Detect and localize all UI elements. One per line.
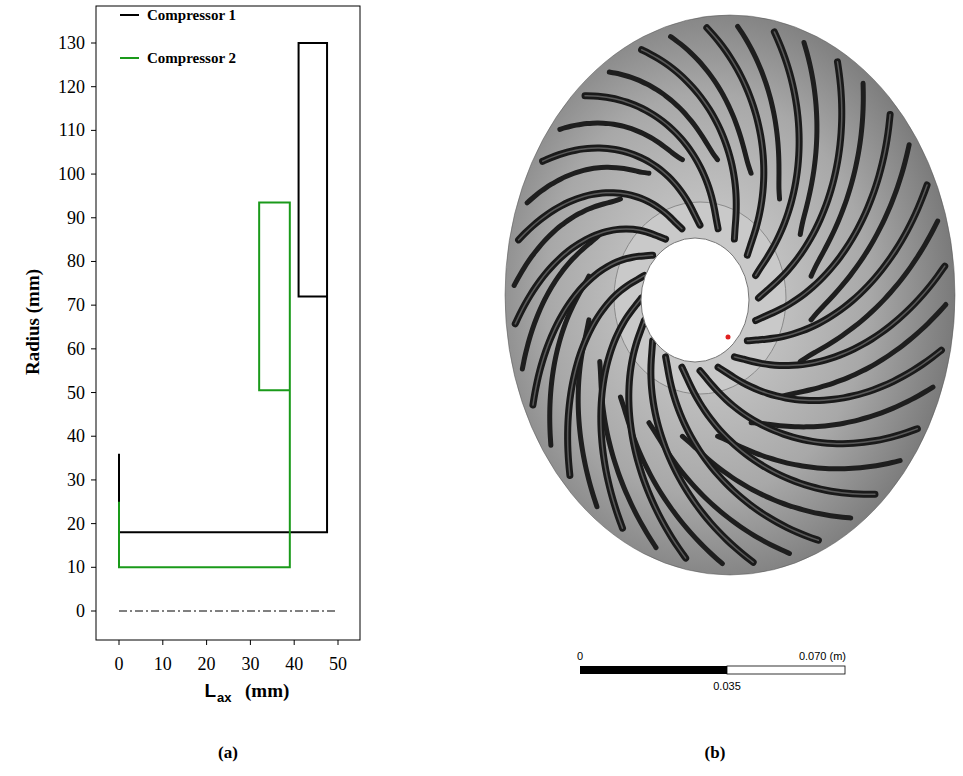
y-tick xyxy=(91,392,96,393)
y-tick-label: 60 xyxy=(67,340,85,358)
y-tick-label: 130 xyxy=(58,34,85,52)
main-blade xyxy=(700,371,917,444)
probe-point xyxy=(726,335,731,340)
blade-highlight xyxy=(666,357,819,540)
x-tick-label: 50 xyxy=(329,655,347,673)
shaft-bore xyxy=(641,238,749,362)
y-tick xyxy=(91,611,96,612)
legend-label: Compressor 1 xyxy=(147,8,236,23)
scale-label: 0.035 xyxy=(713,681,741,692)
blade-highlight xyxy=(642,50,737,239)
meridional-plot xyxy=(91,6,360,645)
axis-unit: (mm) xyxy=(245,681,289,700)
blade-highlight xyxy=(601,298,642,528)
y-tick xyxy=(91,348,96,349)
y-tick-label: 0 xyxy=(76,602,85,620)
blade-highlight xyxy=(756,115,890,321)
blade-highlight xyxy=(585,96,718,229)
y-tick-label: 70 xyxy=(67,296,85,314)
y-tick-label: 100 xyxy=(58,165,85,183)
compressor-1-outline xyxy=(119,43,327,532)
legend-line xyxy=(120,14,139,16)
axis-subscript: ax xyxy=(217,691,231,704)
hub-disc xyxy=(505,15,955,575)
x-tick-label: 40 xyxy=(285,655,303,673)
blade-highlight xyxy=(734,266,944,365)
centerline xyxy=(119,611,338,612)
y-tick-label: 80 xyxy=(67,252,85,270)
y-tick-label: 120 xyxy=(58,78,85,96)
x-tick xyxy=(162,640,163,645)
splitter-blade xyxy=(800,42,817,234)
main-blade xyxy=(759,62,842,298)
main-blade xyxy=(718,350,941,400)
y-tick-label: 90 xyxy=(67,209,85,227)
blade-highlight xyxy=(759,62,842,298)
y-tick xyxy=(91,567,96,568)
main-blade xyxy=(543,148,700,225)
y-tick xyxy=(91,305,96,306)
blade-highlight xyxy=(756,32,799,276)
main-blade xyxy=(585,96,718,229)
legend-label: Compressor 2 xyxy=(147,51,236,66)
y-tick-label: 50 xyxy=(67,384,85,402)
main-blade xyxy=(533,255,653,405)
blade-highlight xyxy=(682,367,875,494)
x-tick xyxy=(338,640,339,645)
splitter-blade xyxy=(671,37,752,174)
scale-label: 0.070 (m) xyxy=(799,651,846,662)
main-blade xyxy=(642,50,737,239)
x-tick-label: 30 xyxy=(241,655,259,673)
x-tick xyxy=(119,640,120,645)
x-tick-label: 20 xyxy=(198,655,216,673)
splitter-blade xyxy=(682,436,850,518)
x-tick xyxy=(294,640,295,645)
panel-label: (b) xyxy=(705,744,726,761)
y-tick xyxy=(91,43,96,44)
x-tick xyxy=(206,640,207,645)
y-tick-label: 10 xyxy=(67,558,85,576)
y-tick-label: 110 xyxy=(59,121,85,139)
axis-title: L xyxy=(204,681,216,700)
blade-highlight xyxy=(533,255,653,405)
main-blade xyxy=(666,357,819,540)
y-tick xyxy=(91,436,96,437)
main-blade xyxy=(756,115,890,321)
axis-title: Radius (mm) xyxy=(23,269,42,375)
blade-highlight xyxy=(568,276,645,476)
plot-frame xyxy=(96,6,360,640)
y-tick xyxy=(91,479,96,480)
y-tick-label: 20 xyxy=(67,515,85,533)
y-tick xyxy=(91,130,96,131)
blade-highlight xyxy=(718,350,941,400)
scale-bar-dark xyxy=(580,666,727,674)
compressor-2-outline xyxy=(119,202,290,567)
y-tick xyxy=(91,261,96,262)
panel-label: (a) xyxy=(218,744,238,761)
x-tick xyxy=(250,640,251,645)
main-blade xyxy=(682,367,875,494)
y-tick xyxy=(91,86,96,87)
blade-highlight xyxy=(700,371,917,444)
y-tick xyxy=(91,174,96,175)
impeller-render xyxy=(505,15,955,674)
x-tick-label: 10 xyxy=(154,655,172,673)
y-tick-label: 40 xyxy=(67,427,85,445)
x-tick-label: 0 xyxy=(115,655,124,673)
y-tick xyxy=(91,217,96,218)
blade-highlight xyxy=(707,28,764,255)
y-tick-label: 30 xyxy=(67,471,85,489)
scale-bar-light xyxy=(727,666,845,674)
splitter-blade xyxy=(609,72,717,160)
blade-highlight xyxy=(543,148,700,225)
legend-line xyxy=(120,57,139,59)
blade-highlight xyxy=(519,193,682,240)
main-blade xyxy=(756,32,799,276)
splitter-blade xyxy=(780,305,946,397)
main-blade xyxy=(601,298,642,528)
y-tick xyxy=(91,523,96,524)
scale-label: 0 xyxy=(577,651,583,662)
main-blade xyxy=(568,276,645,476)
